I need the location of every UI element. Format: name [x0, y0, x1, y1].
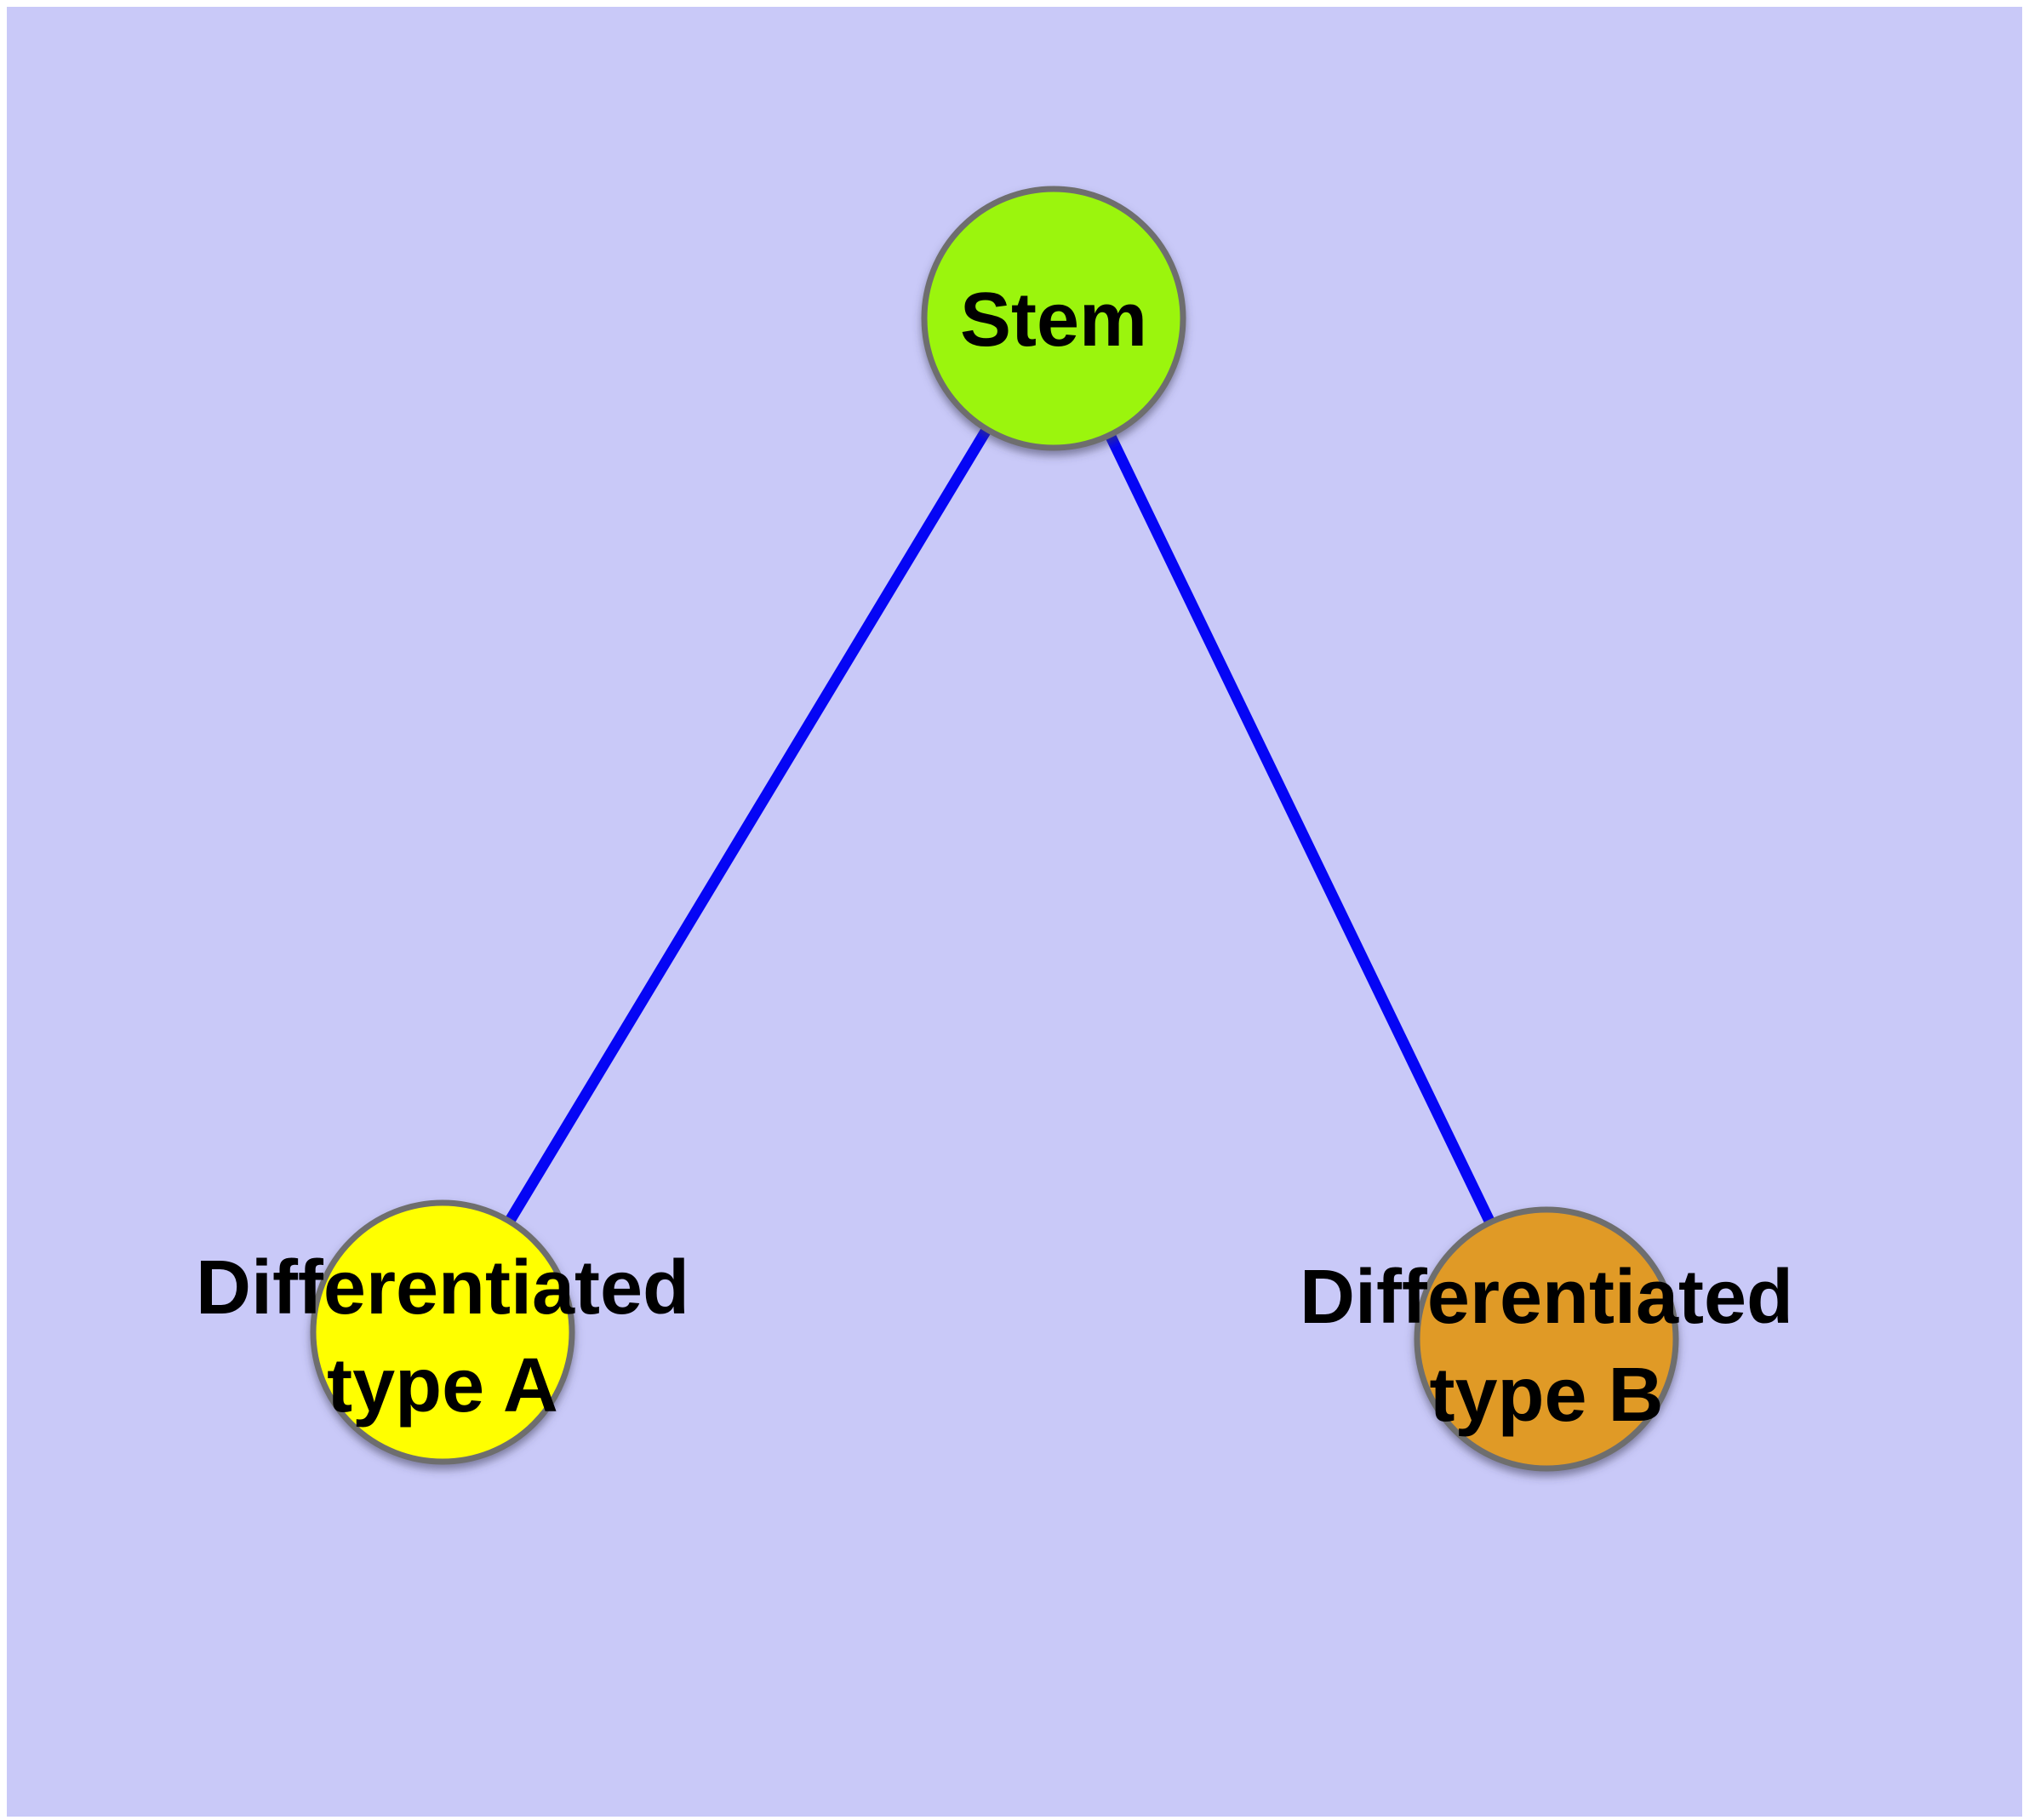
type-b-label-line-2: type B	[1429, 1353, 1663, 1438]
stem-node-label: Stem	[960, 278, 1147, 363]
edge-stem-to-type-a	[437, 315, 1059, 1336]
type-b-node-circle[interactable]	[1414, 1206, 1679, 1472]
node-stem: Stem	[921, 186, 1186, 451]
type-b-label-line-1: Differentiated	[1300, 1255, 1793, 1340]
node-differentiated-type-a: Differentiated type A	[196, 1199, 689, 1465]
type-a-label-line-1: Differentiated	[196, 1245, 689, 1331]
type-a-label-line-2: type A	[327, 1343, 558, 1428]
edge-stem-to-type-b	[1049, 316, 1552, 1342]
node-differentiated-type-b: Differentiated type B	[1300, 1206, 1793, 1472]
stem-node-circle[interactable]	[921, 186, 1186, 451]
type-a-node-circle[interactable]	[310, 1199, 575, 1465]
